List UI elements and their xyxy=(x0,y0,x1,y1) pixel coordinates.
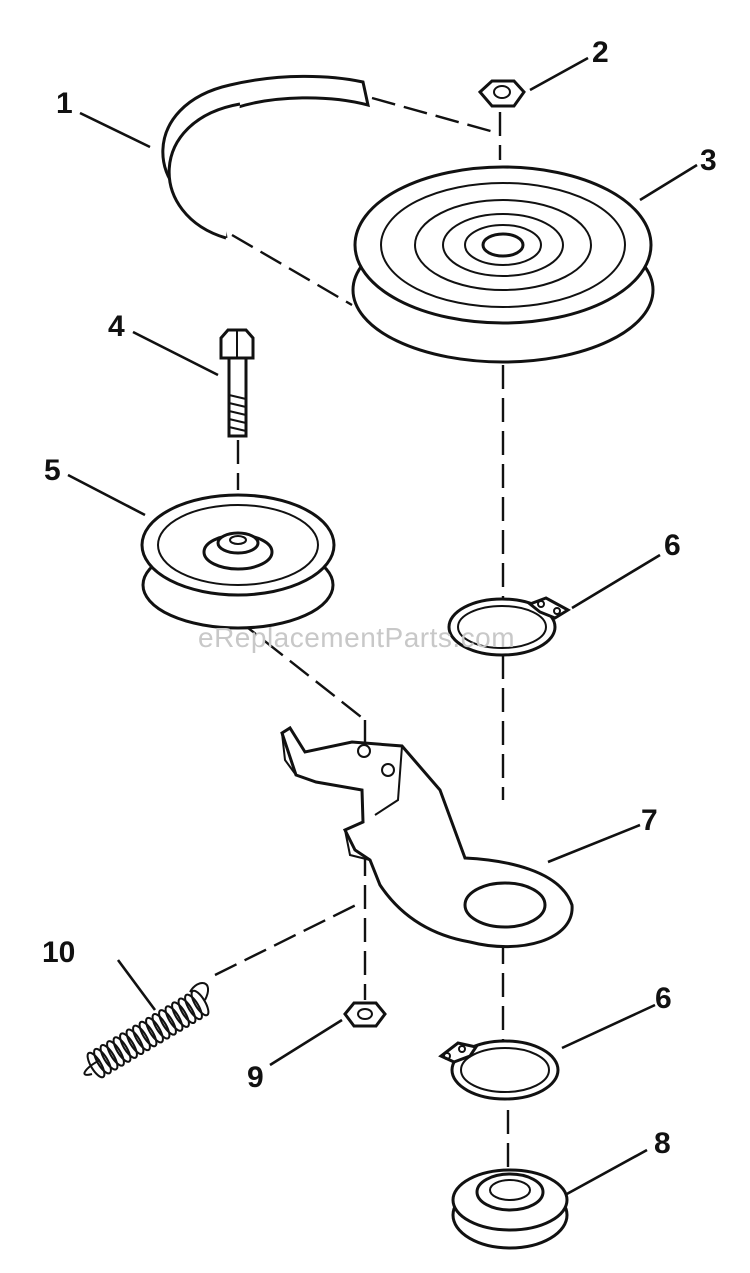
spring-coil xyxy=(93,1047,112,1075)
part-7-idler-bracket xyxy=(280,725,574,949)
callout-5: 5 xyxy=(44,454,61,487)
spring-coil xyxy=(132,1024,151,1052)
part-6-retaining-ring-upper xyxy=(447,596,571,657)
spring-coil xyxy=(125,1028,145,1056)
callout-6-upper: 6 xyxy=(664,529,681,562)
callout-labels: 1 2 3 4 5 6 7 6 8 9 10 xyxy=(42,36,717,1160)
part-1-belt xyxy=(161,74,370,240)
spring-coil xyxy=(184,993,203,1021)
part-6-retaining-ring-lower xyxy=(438,1039,560,1101)
callout-7: 7 xyxy=(641,804,658,837)
callout-6-lower: 6 xyxy=(655,982,672,1015)
spring-coil xyxy=(158,1009,177,1036)
callout-4: 4 xyxy=(108,310,125,343)
part-3-drive-pulley xyxy=(351,165,655,364)
spring-coil xyxy=(171,1001,190,1028)
part-2-hex-nut xyxy=(477,79,526,108)
part-4-hex-bolt xyxy=(219,328,255,438)
callout-10: 10 xyxy=(42,936,75,969)
spring-coil xyxy=(106,1040,125,1067)
spring-coil xyxy=(112,1036,132,1063)
part-10-extension-spring xyxy=(83,982,210,1079)
leader-lines xyxy=(67,56,698,1197)
part-5-idler-pulley xyxy=(140,493,336,630)
part-9-hex-nut xyxy=(343,1001,387,1028)
callout-8: 8 xyxy=(654,1127,671,1160)
callout-3: 3 xyxy=(700,144,717,177)
callout-9: 9 xyxy=(247,1061,264,1094)
callout-1: 1 xyxy=(56,87,73,120)
spring-coil xyxy=(151,1012,171,1040)
part-8-flange-bushing xyxy=(451,1168,569,1250)
callout-2: 2 xyxy=(592,36,609,69)
spring-coil xyxy=(138,1020,158,1048)
spring-coil xyxy=(145,1016,164,1044)
watermark: eReplacementParts.com xyxy=(198,622,515,653)
spring-coil xyxy=(99,1043,119,1071)
spring-coil xyxy=(164,1005,184,1032)
spring-coil xyxy=(190,989,210,1017)
spring-coil xyxy=(119,1032,138,1059)
spring-coil xyxy=(86,1051,106,1079)
spring-coil xyxy=(177,997,197,1025)
spring-coils xyxy=(86,989,210,1079)
